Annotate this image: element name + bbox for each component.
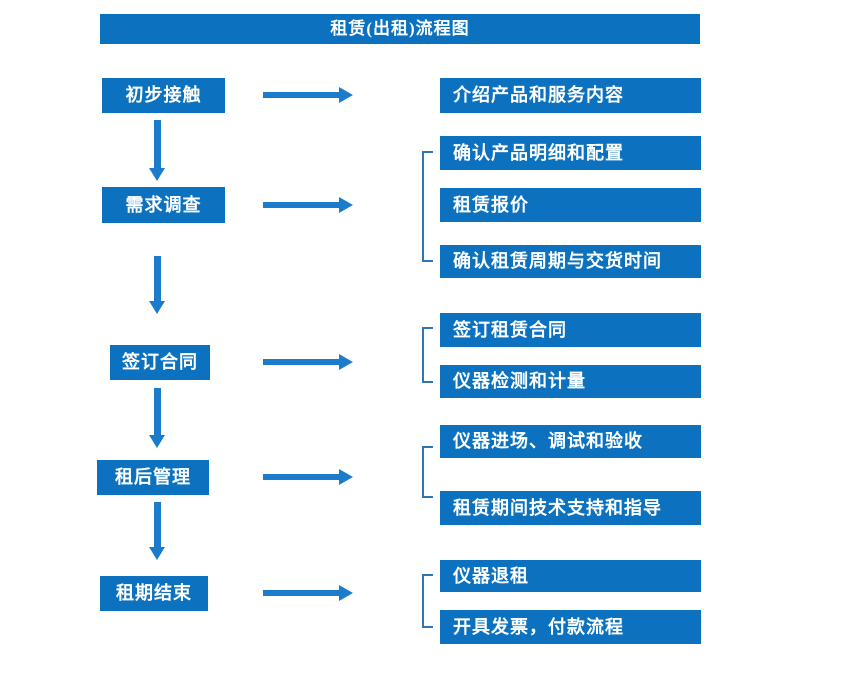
arrow-head bbox=[149, 547, 165, 560]
arrow-head bbox=[149, 168, 165, 181]
step-box-rental-end: 租期结束 bbox=[100, 576, 208, 611]
arrow-shaft bbox=[263, 92, 339, 98]
arrow-head bbox=[339, 87, 353, 103]
flowchart-title: 租赁(出租)流程图 bbox=[100, 14, 700, 44]
detail-box-confirm-period-delivery: 确认租赁周期与交货时间 bbox=[440, 245, 701, 278]
detail-box-tech-support: 租赁期间技术支持和指导 bbox=[440, 491, 701, 525]
detail-box-instrument-setup-acceptance: 仪器进场、调试和验收 bbox=[440, 425, 701, 458]
detail-box-invoice-payment: 开具发票，付款流程 bbox=[440, 610, 701, 644]
step-box-sign-contract: 签订合同 bbox=[110, 345, 210, 380]
bracket-group-demand-survey bbox=[422, 151, 433, 262]
detail-box-confirm-product-config: 确认产品明细和配置 bbox=[440, 136, 701, 170]
arrow-shaft bbox=[154, 120, 161, 168]
arrow-head bbox=[339, 469, 353, 485]
detail-box-sign-rental-contract: 签订租赁合同 bbox=[440, 313, 701, 347]
bracket-group-rental-end bbox=[422, 574, 433, 628]
detail-box-introduce-products: 介绍产品和服务内容 bbox=[440, 78, 701, 113]
arrow-head bbox=[339, 585, 353, 601]
arrow-head bbox=[339, 354, 353, 370]
arrow-shaft bbox=[263, 359, 339, 365]
step-box-post-rental-management: 租后管理 bbox=[97, 460, 209, 495]
bracket-group-post-rental bbox=[422, 446, 433, 498]
arrow-shaft bbox=[154, 502, 161, 547]
arrow-shaft bbox=[154, 256, 161, 301]
detail-box-instrument-return: 仪器退租 bbox=[440, 560, 701, 592]
arrow-head bbox=[339, 197, 353, 213]
bracket-group-sign-contract bbox=[422, 327, 433, 383]
arrow-shaft bbox=[263, 590, 339, 596]
step-box-initial-contact: 初步接触 bbox=[102, 78, 225, 113]
arrow-shaft bbox=[263, 202, 339, 208]
detail-box-instrument-test-metering: 仪器检测和计量 bbox=[440, 365, 701, 398]
arrow-head bbox=[149, 435, 165, 448]
arrow-shaft bbox=[154, 388, 161, 435]
arrow-shaft bbox=[263, 474, 339, 480]
step-box-demand-survey: 需求调查 bbox=[102, 187, 225, 223]
detail-box-rental-quote: 租赁报价 bbox=[440, 188, 701, 222]
arrow-head bbox=[149, 301, 165, 314]
